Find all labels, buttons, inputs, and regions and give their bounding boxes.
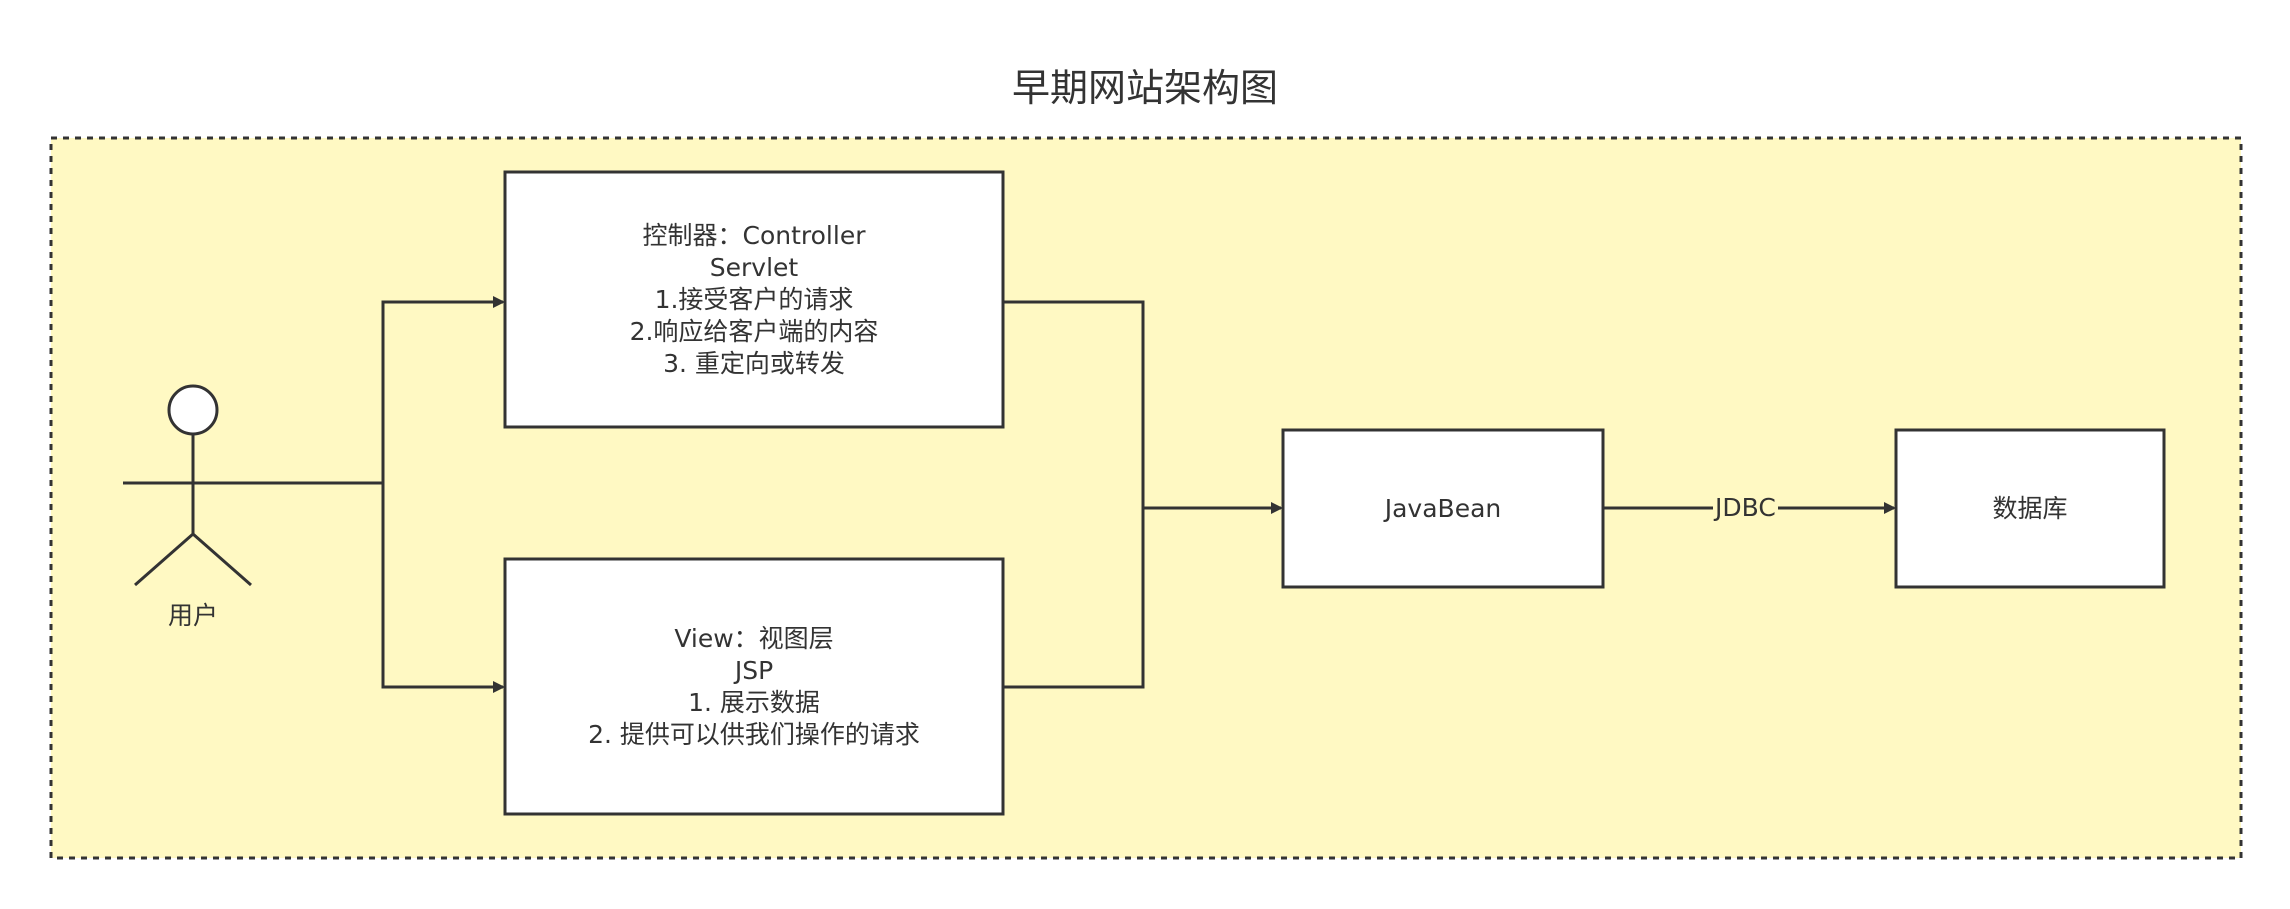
database-text: 数据库 <box>1896 430 2164 587</box>
controller-line: 3. 重定向或转发 <box>663 348 845 378</box>
javabean-text: JavaBean <box>1283 430 1603 587</box>
view-text: View：视图层 JSP 1. 展示数据 2. 提供可以供我们操作的请求 <box>505 559 1003 814</box>
database-box <box>1894 428 2166 589</box>
controller-line: 2.响应给客户端的内容 <box>629 316 879 346</box>
view-line: 2. 提供可以供我们操作的请求 <box>588 719 920 749</box>
view-line: JSP <box>734 655 774 685</box>
user-label: 用户 <box>167 601 218 630</box>
javabean-label: JavaBean <box>1384 493 1502 523</box>
system-boundary <box>49 136 2243 860</box>
diagram-title: 早期网站架构图 <box>1011 66 1278 110</box>
controller-text: 控制器：Controller Servlet 1.接受客户的请求 2.响应给客户… <box>505 172 1003 427</box>
view-box <box>503 557 1005 816</box>
edge-controller-to-javabean <box>1003 300 1283 514</box>
edge-user-to-controller <box>263 296 505 485</box>
edge-user-to-view <box>381 483 505 693</box>
controller-box <box>503 170 1005 429</box>
controller-line: 1.接受客户的请求 <box>654 284 854 314</box>
view-line: View：视图层 <box>674 623 834 653</box>
user-actor-icon <box>123 384 263 587</box>
controller-line: Servlet <box>709 252 799 282</box>
database-label: 数据库 <box>1992 493 2068 523</box>
jdbc-edge-label: JDBC <box>1713 493 1778 523</box>
edge-view-to-javabean <box>1003 508 1145 689</box>
controller-line: 控制器：Controller <box>642 220 866 250</box>
view-line: 1. 展示数据 <box>688 687 820 717</box>
